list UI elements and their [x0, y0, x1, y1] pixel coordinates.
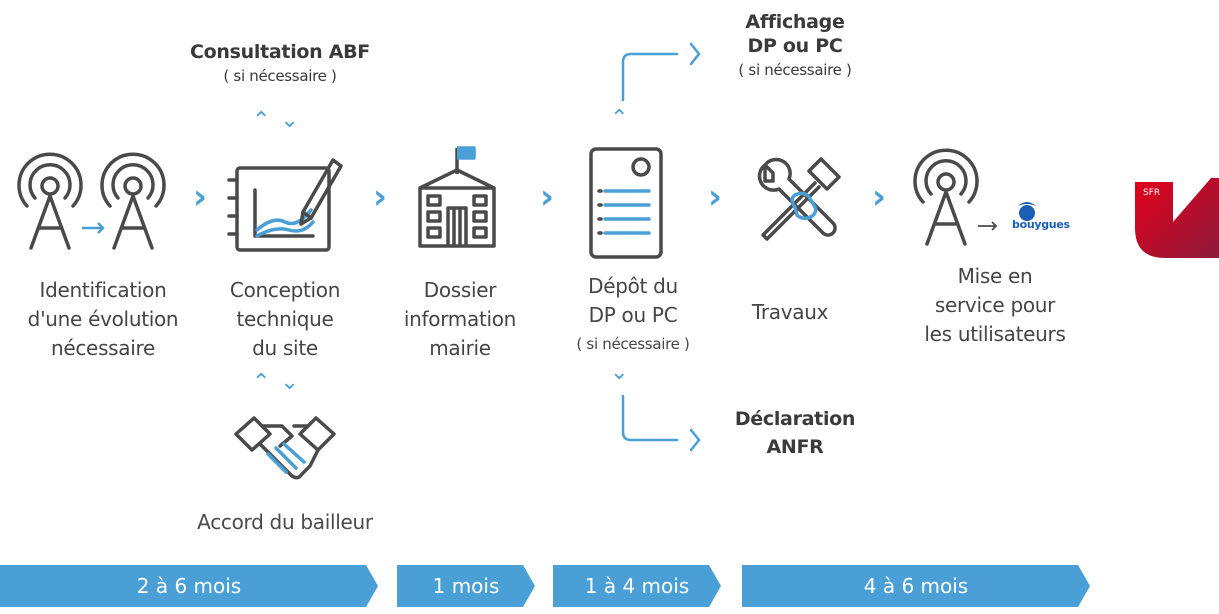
timeline-bar-1-mois: 1 mois — [397, 565, 535, 607]
affichage-title: Affichage DP ou PC ( si nécessaire ) — [738, 11, 852, 79]
antenna-transfer-icon — [17, 152, 166, 250]
declaration-anfr-title: Déclaration ANFR — [734, 408, 856, 458]
chevron-right-icon: › — [872, 177, 887, 217]
chevron-right-icon: › — [193, 177, 208, 217]
tools-icon — [757, 157, 841, 241]
connector-affichage — [621, 42, 701, 102]
timeline-bar-1-4-mois: 1 à 4 mois — [553, 565, 721, 607]
step-label-travaux: Travaux — [751, 300, 829, 324]
chevron-right-icon: › — [708, 177, 723, 217]
antenna-service-icon — [913, 148, 1036, 246]
up-down-chevrons-icon: ⌃⌄ — [252, 370, 309, 395]
chevron-up-icon: ⌃ — [610, 106, 639, 131]
drawing-tablet-icon — [227, 158, 343, 252]
sfr-logo: SFR — [1125, 172, 1219, 258]
chevron-down-icon: ⌄ — [610, 360, 639, 385]
accord-bailleur-title: Accord du bailleur — [197, 510, 373, 534]
timeline-bar-2-6-mois: 2 à 6 mois — [0, 565, 378, 607]
document-icon — [589, 147, 663, 259]
consultation-abf-title: Consultation ABF ( si nécessaire ) — [190, 41, 370, 85]
chevron-right-icon: › — [373, 177, 388, 217]
sfr-logo-text: SFR — [1143, 188, 1161, 198]
handshake-icon — [234, 416, 336, 480]
operator-logo-text: bouygues — [1012, 218, 1070, 231]
chevron-right-icon: › — [540, 177, 555, 217]
town-hall-icon — [418, 146, 496, 248]
timeline-bar-4-6-mois: 4 à 6 mois — [742, 565, 1090, 607]
connector-declaration — [621, 394, 701, 452]
up-down-chevrons-icon: ⌃⌄ — [252, 108, 309, 133]
